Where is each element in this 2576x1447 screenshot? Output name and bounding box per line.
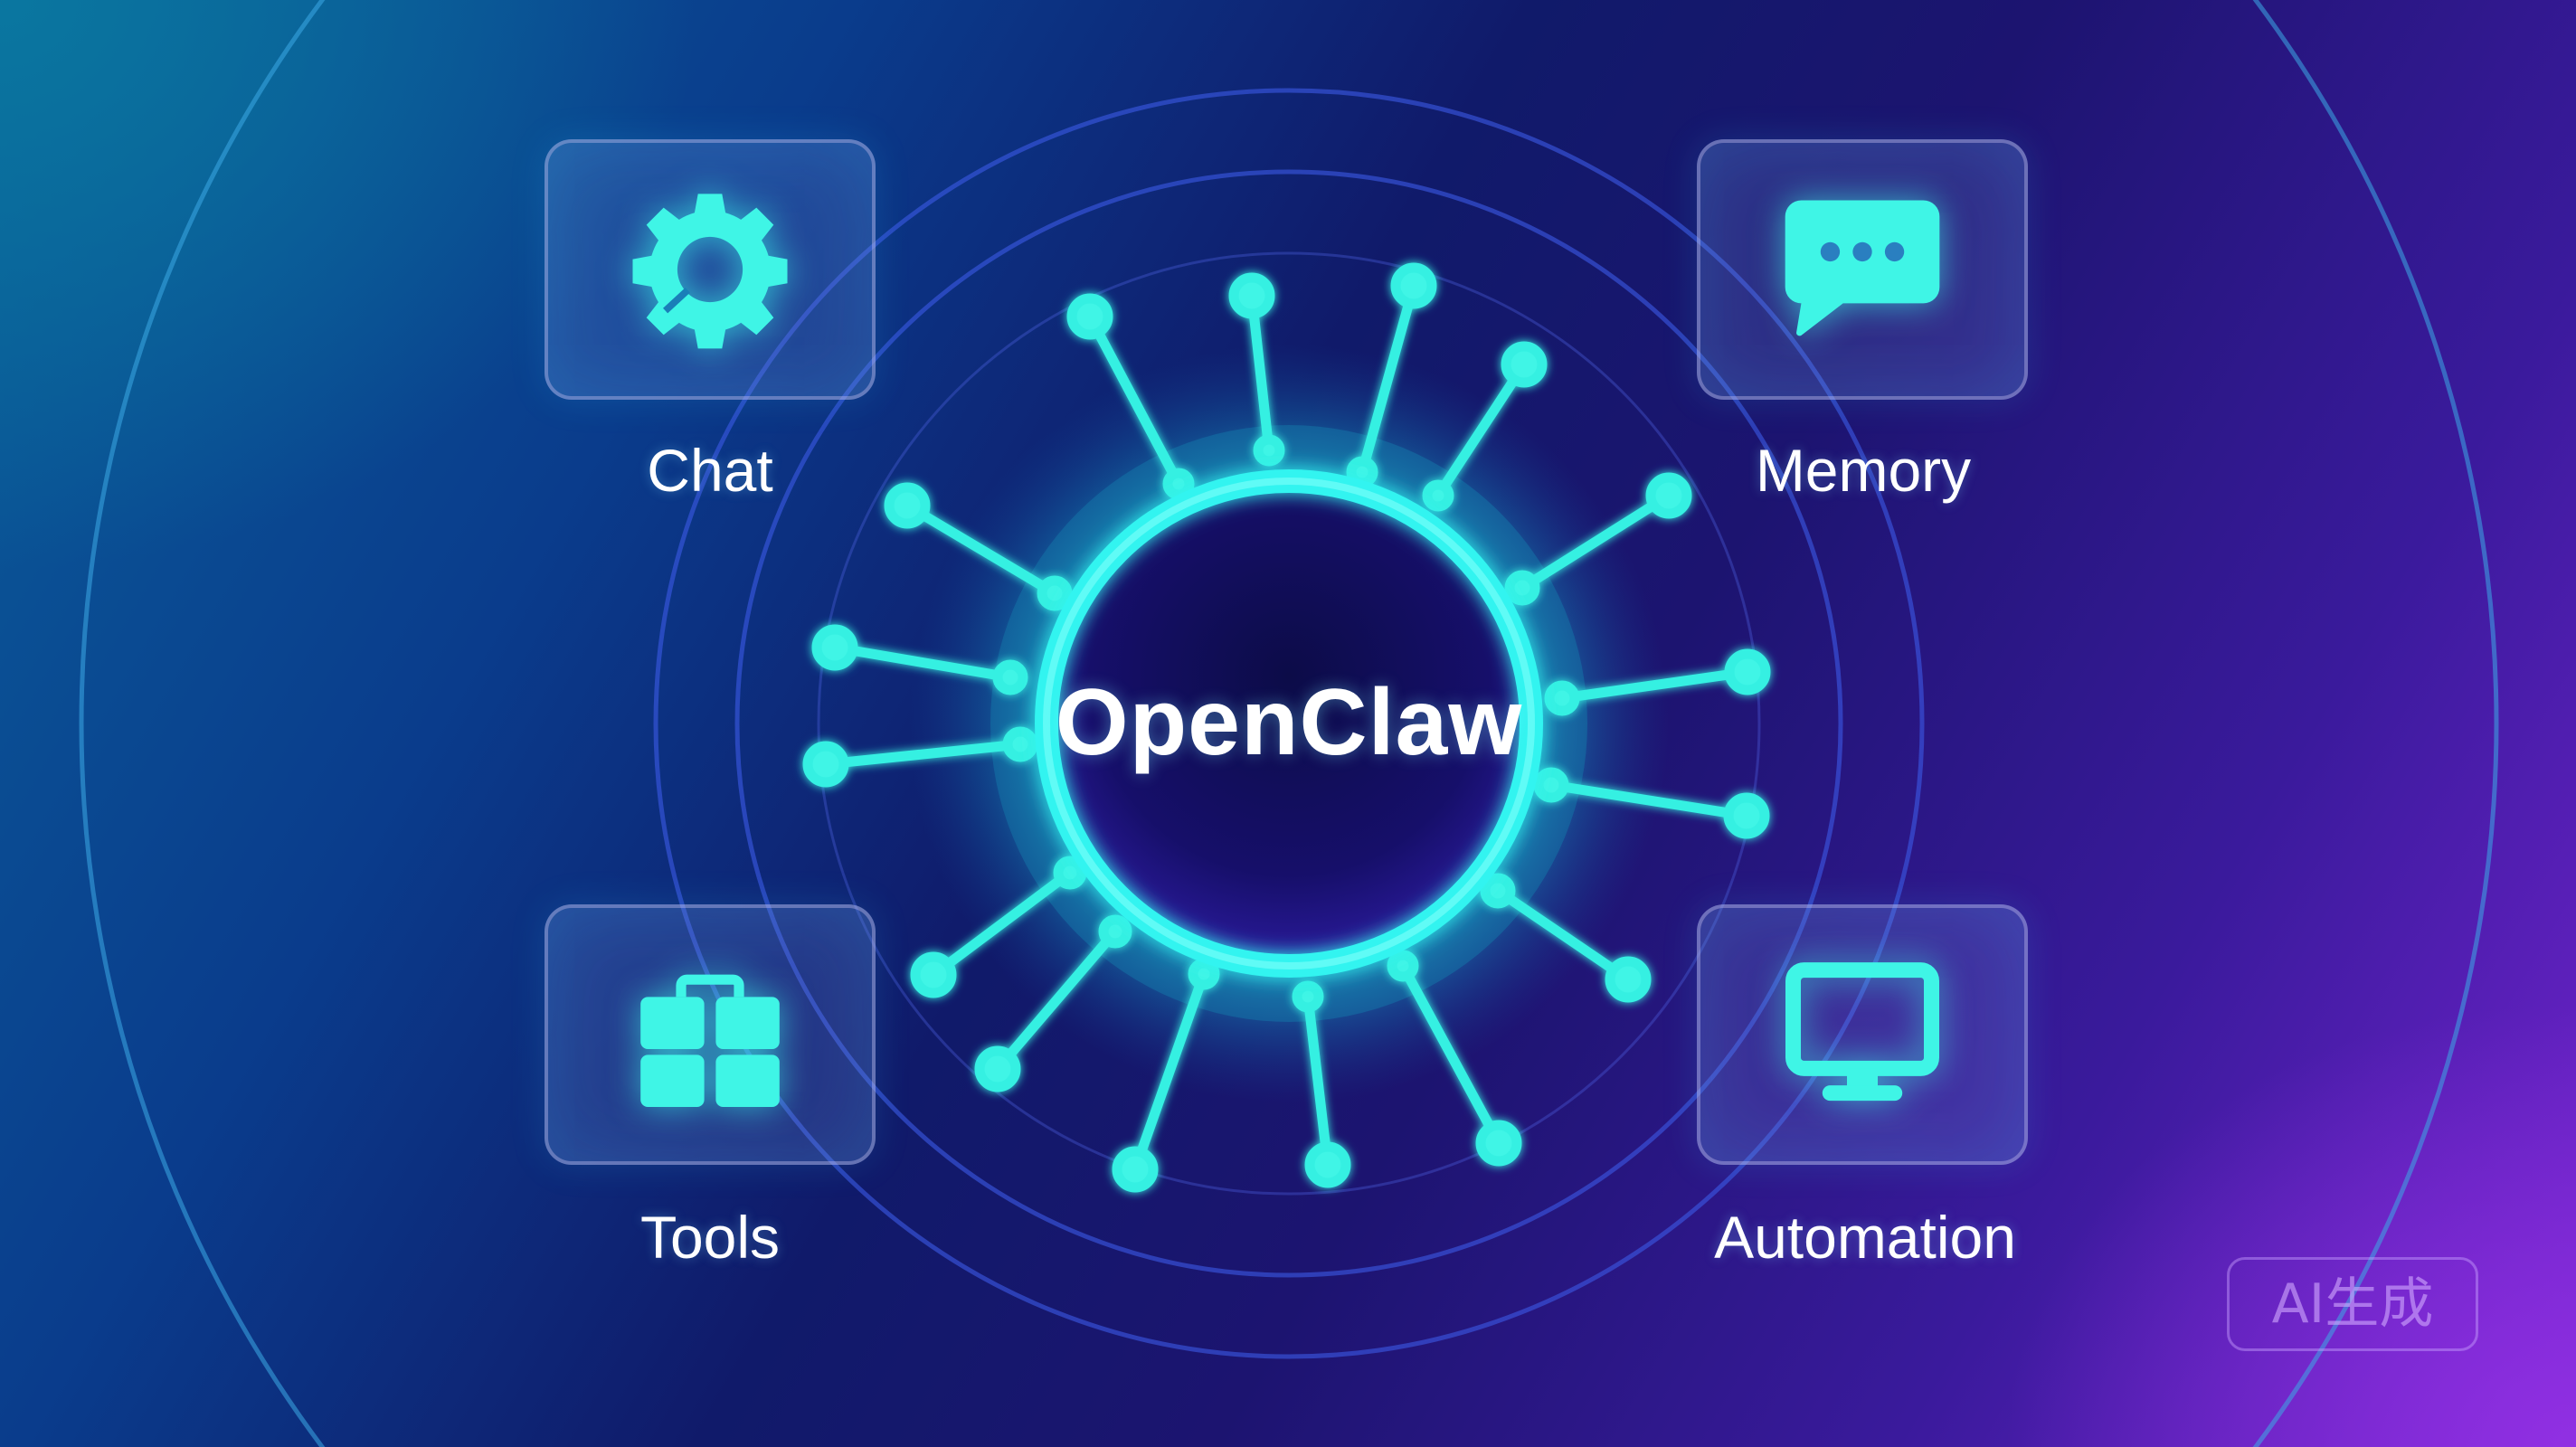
- toolbox-icon: [640, 974, 780, 1107]
- gear-icon: [632, 194, 788, 349]
- core-title: OpenClaw: [1055, 670, 1523, 775]
- monitor-icon: [1785, 962, 1939, 1102]
- node-label-chat: Chat: [647, 437, 773, 504]
- ai-generated-badge: AI生成: [2227, 1257, 2478, 1351]
- chat-bubble-icon: [1785, 200, 1940, 336]
- node-card-chat[interactable]: [545, 139, 876, 400]
- spokes: [802, 262, 1771, 1193]
- core-fill: [1052, 487, 1526, 960]
- node-label-automation: Automation: [1714, 1204, 2016, 1271]
- node-card-memory[interactable]: [1697, 139, 2028, 400]
- node-label-tools: Tools: [639, 1204, 781, 1271]
- orbit-rings: [79, 0, 2499, 1447]
- node-label-memory: Memory: [1755, 437, 1972, 504]
- node-card-automation[interactable]: [1697, 904, 2028, 1165]
- node-card-tools[interactable]: [545, 904, 876, 1165]
